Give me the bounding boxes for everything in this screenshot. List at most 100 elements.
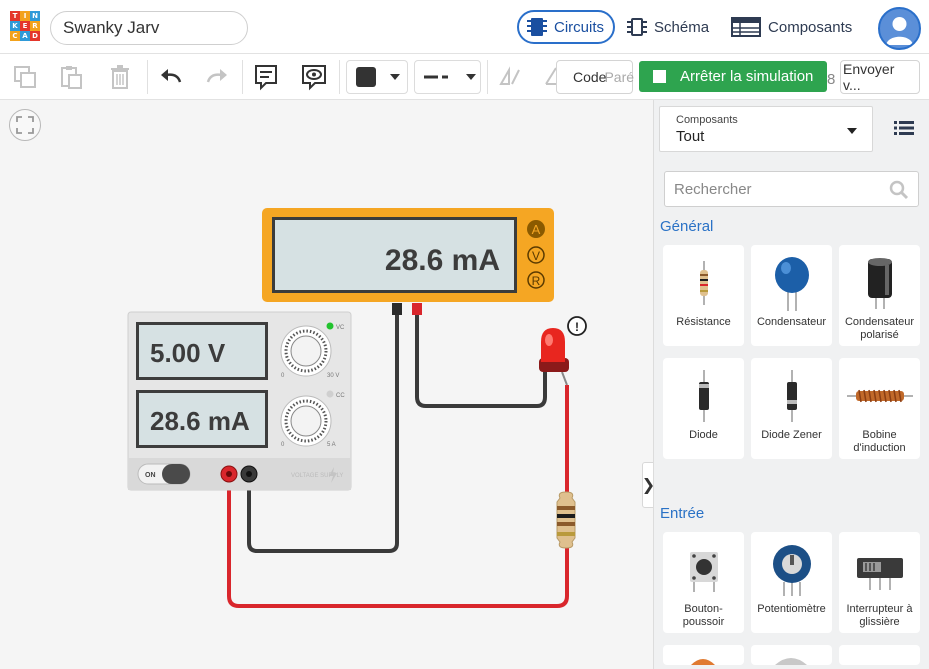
red-led[interactable]: ! (539, 316, 587, 386)
chevron-down-icon (390, 74, 400, 80)
supply-brand-label: VOLTAGE SUPPLY (291, 473, 343, 479)
tab-schema[interactable]: Schéma (617, 10, 719, 44)
mode-a-label: A (532, 222, 541, 237)
warning-icon[interactable] (567, 316, 587, 336)
tab-circuits[interactable]: Circuits (517, 10, 616, 44)
components-panel: Composants Tout Général Résist (653, 100, 929, 669)
logo-letter: N (30, 11, 40, 21)
mode-r-label: R (532, 274, 541, 288)
resistor[interactable] (556, 491, 576, 549)
stop-icon (653, 70, 666, 83)
current-knob[interactable] (280, 395, 332, 447)
tab-circuits-label: Circuits (554, 18, 605, 36)
multimeter-probe-red[interactable] (412, 303, 422, 315)
tab-composants[interactable]: Composants (721, 10, 862, 44)
toolbar-divider (487, 60, 488, 94)
component-card-label: Diode Zener (761, 429, 822, 441)
component-card-bouton-poussoir[interactable]: Bouton-poussoir (663, 532, 744, 633)
code-overlap-text: Paré (604, 69, 635, 85)
search-box (664, 171, 919, 207)
component-card-interrupteur-glissiere[interactable]: Interrupteur à glissière (839, 532, 920, 633)
tab-schema-label: Schéma (654, 18, 710, 36)
trash-icon (111, 65, 129, 89)
component-card-partial[interactable] (839, 645, 920, 665)
logo-letter: R (30, 21, 40, 31)
list-view-button[interactable] (894, 120, 914, 141)
undo-button[interactable] (156, 62, 186, 92)
logo-letter: A (20, 31, 30, 41)
redo-button[interactable] (202, 62, 232, 92)
category-title-entree: Entrée (660, 505, 705, 522)
search-icon[interactable] (889, 180, 909, 200)
power-switch[interactable]: ON (137, 463, 191, 485)
partial-thumbnail (775, 658, 807, 665)
voltage-knob[interactable] (280, 325, 332, 377)
paste-button[interactable] (56, 62, 86, 92)
partial-thumbnail (691, 659, 715, 665)
component-card-label: Diode (689, 429, 718, 441)
vc-label: VC (336, 325, 345, 331)
circuit-drawing: 28.6 mA A V R 5.00 V 28.6 mA (127, 208, 587, 608)
component-card-condensateur-polarise[interactable]: Condensateur polarisé (839, 245, 920, 346)
redo-icon (206, 69, 227, 83)
search-input[interactable] (665, 172, 875, 206)
component-card-bobine-induction[interactable]: Bobine d'induction (839, 358, 920, 459)
lightning-icon (329, 467, 337, 483)
user-icon (886, 17, 913, 45)
component-card-partial[interactable] (751, 645, 832, 665)
paste-icon (61, 66, 82, 89)
capacitor-thumbnail (774, 257, 809, 311)
project-name-field[interactable]: Swanky Jarv (50, 11, 248, 45)
component-card-partial[interactable] (663, 645, 744, 665)
color-dropdown[interactable] (346, 60, 408, 94)
top-bar: T I N K E R C A D Swanky Jarv Circuits S… (0, 0, 929, 54)
send-label: Envoyer v... (843, 61, 895, 93)
multimeter[interactable]: 28.6 mA A V R (262, 208, 554, 315)
toolbar-divider (242, 60, 243, 94)
color-swatch (356, 67, 376, 87)
pushbutton-thumbnail (689, 552, 718, 592)
zener-diode-thumbnail (786, 370, 797, 422)
wire-black-supply[interactable] (247, 310, 399, 553)
component-grid-entree: Bouton-poussoir Potentiomètre (663, 532, 920, 665)
copy-button[interactable] (10, 62, 40, 92)
chip-icon (527, 18, 547, 36)
send-button[interactable]: Envoyer v... (840, 60, 920, 94)
schematic-chip-icon (627, 18, 648, 36)
mode-selector[interactable]: A V R (527, 220, 545, 289)
stop-simulation-button[interactable]: Arrêter la simulation (639, 61, 827, 92)
voltage-min-label: 0 (281, 373, 285, 379)
simulation-label: Arrêter la simulation (680, 68, 814, 85)
undo-icon (161, 69, 182, 83)
components-filter-value: Tout (676, 128, 705, 145)
flip-button[interactable] (495, 62, 525, 92)
toolbar-divider (339, 60, 340, 94)
code-button[interactable]: Code Paré (556, 60, 635, 94)
delete-button[interactable] (105, 62, 135, 92)
circuit-canvas[interactable]: 28.6 mA A V R 5.00 V 28.6 mA (0, 100, 655, 669)
component-card-label: Bobine d'induction (853, 429, 906, 454)
list-icon (894, 121, 914, 135)
logo-letter: D (30, 31, 40, 41)
wire-black-led[interactable] (415, 310, 547, 408)
tinkercad-logo[interactable]: T I N K E R C A D (10, 11, 40, 41)
component-card-potentiometre[interactable]: Potentiomètre (751, 532, 832, 633)
power-switch-label: ON (145, 472, 156, 479)
toggle-notes-button[interactable] (299, 62, 329, 92)
multimeter-probe-black[interactable] (392, 303, 402, 315)
components-filter-dropdown[interactable]: Composants Tout (659, 106, 873, 152)
notes-button[interactable] (251, 62, 281, 92)
toolbar-divider (147, 60, 148, 94)
cc-indicator (326, 390, 334, 398)
power-supply[interactable]: 5.00 V 28.6 mA VC 0 30 V CC 0 5 A (127, 311, 352, 491)
user-avatar[interactable] (878, 7, 921, 50)
component-card-diode-zener[interactable]: Diode Zener (751, 358, 832, 459)
component-card-resistance[interactable]: Résistance (663, 245, 744, 346)
component-grid-general: Résistance Condensateur Con (663, 245, 920, 459)
fit-view-button[interactable] (9, 109, 41, 141)
component-card-condensateur[interactable]: Condensateur (751, 245, 832, 346)
wire-style-dropdown[interactable] (414, 60, 481, 94)
component-card-diode[interactable]: Diode (663, 358, 744, 459)
logo-letter: E (20, 21, 30, 31)
wire-red-circuit[interactable] (227, 474, 569, 608)
